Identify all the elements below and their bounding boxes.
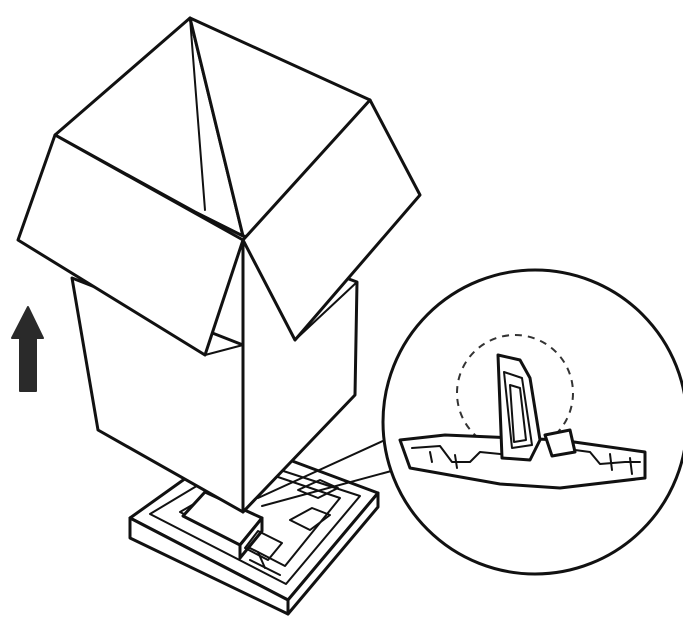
magnifier-callout-icon [383,270,683,574]
box [18,18,420,512]
up-arrow-icon [12,307,43,391]
